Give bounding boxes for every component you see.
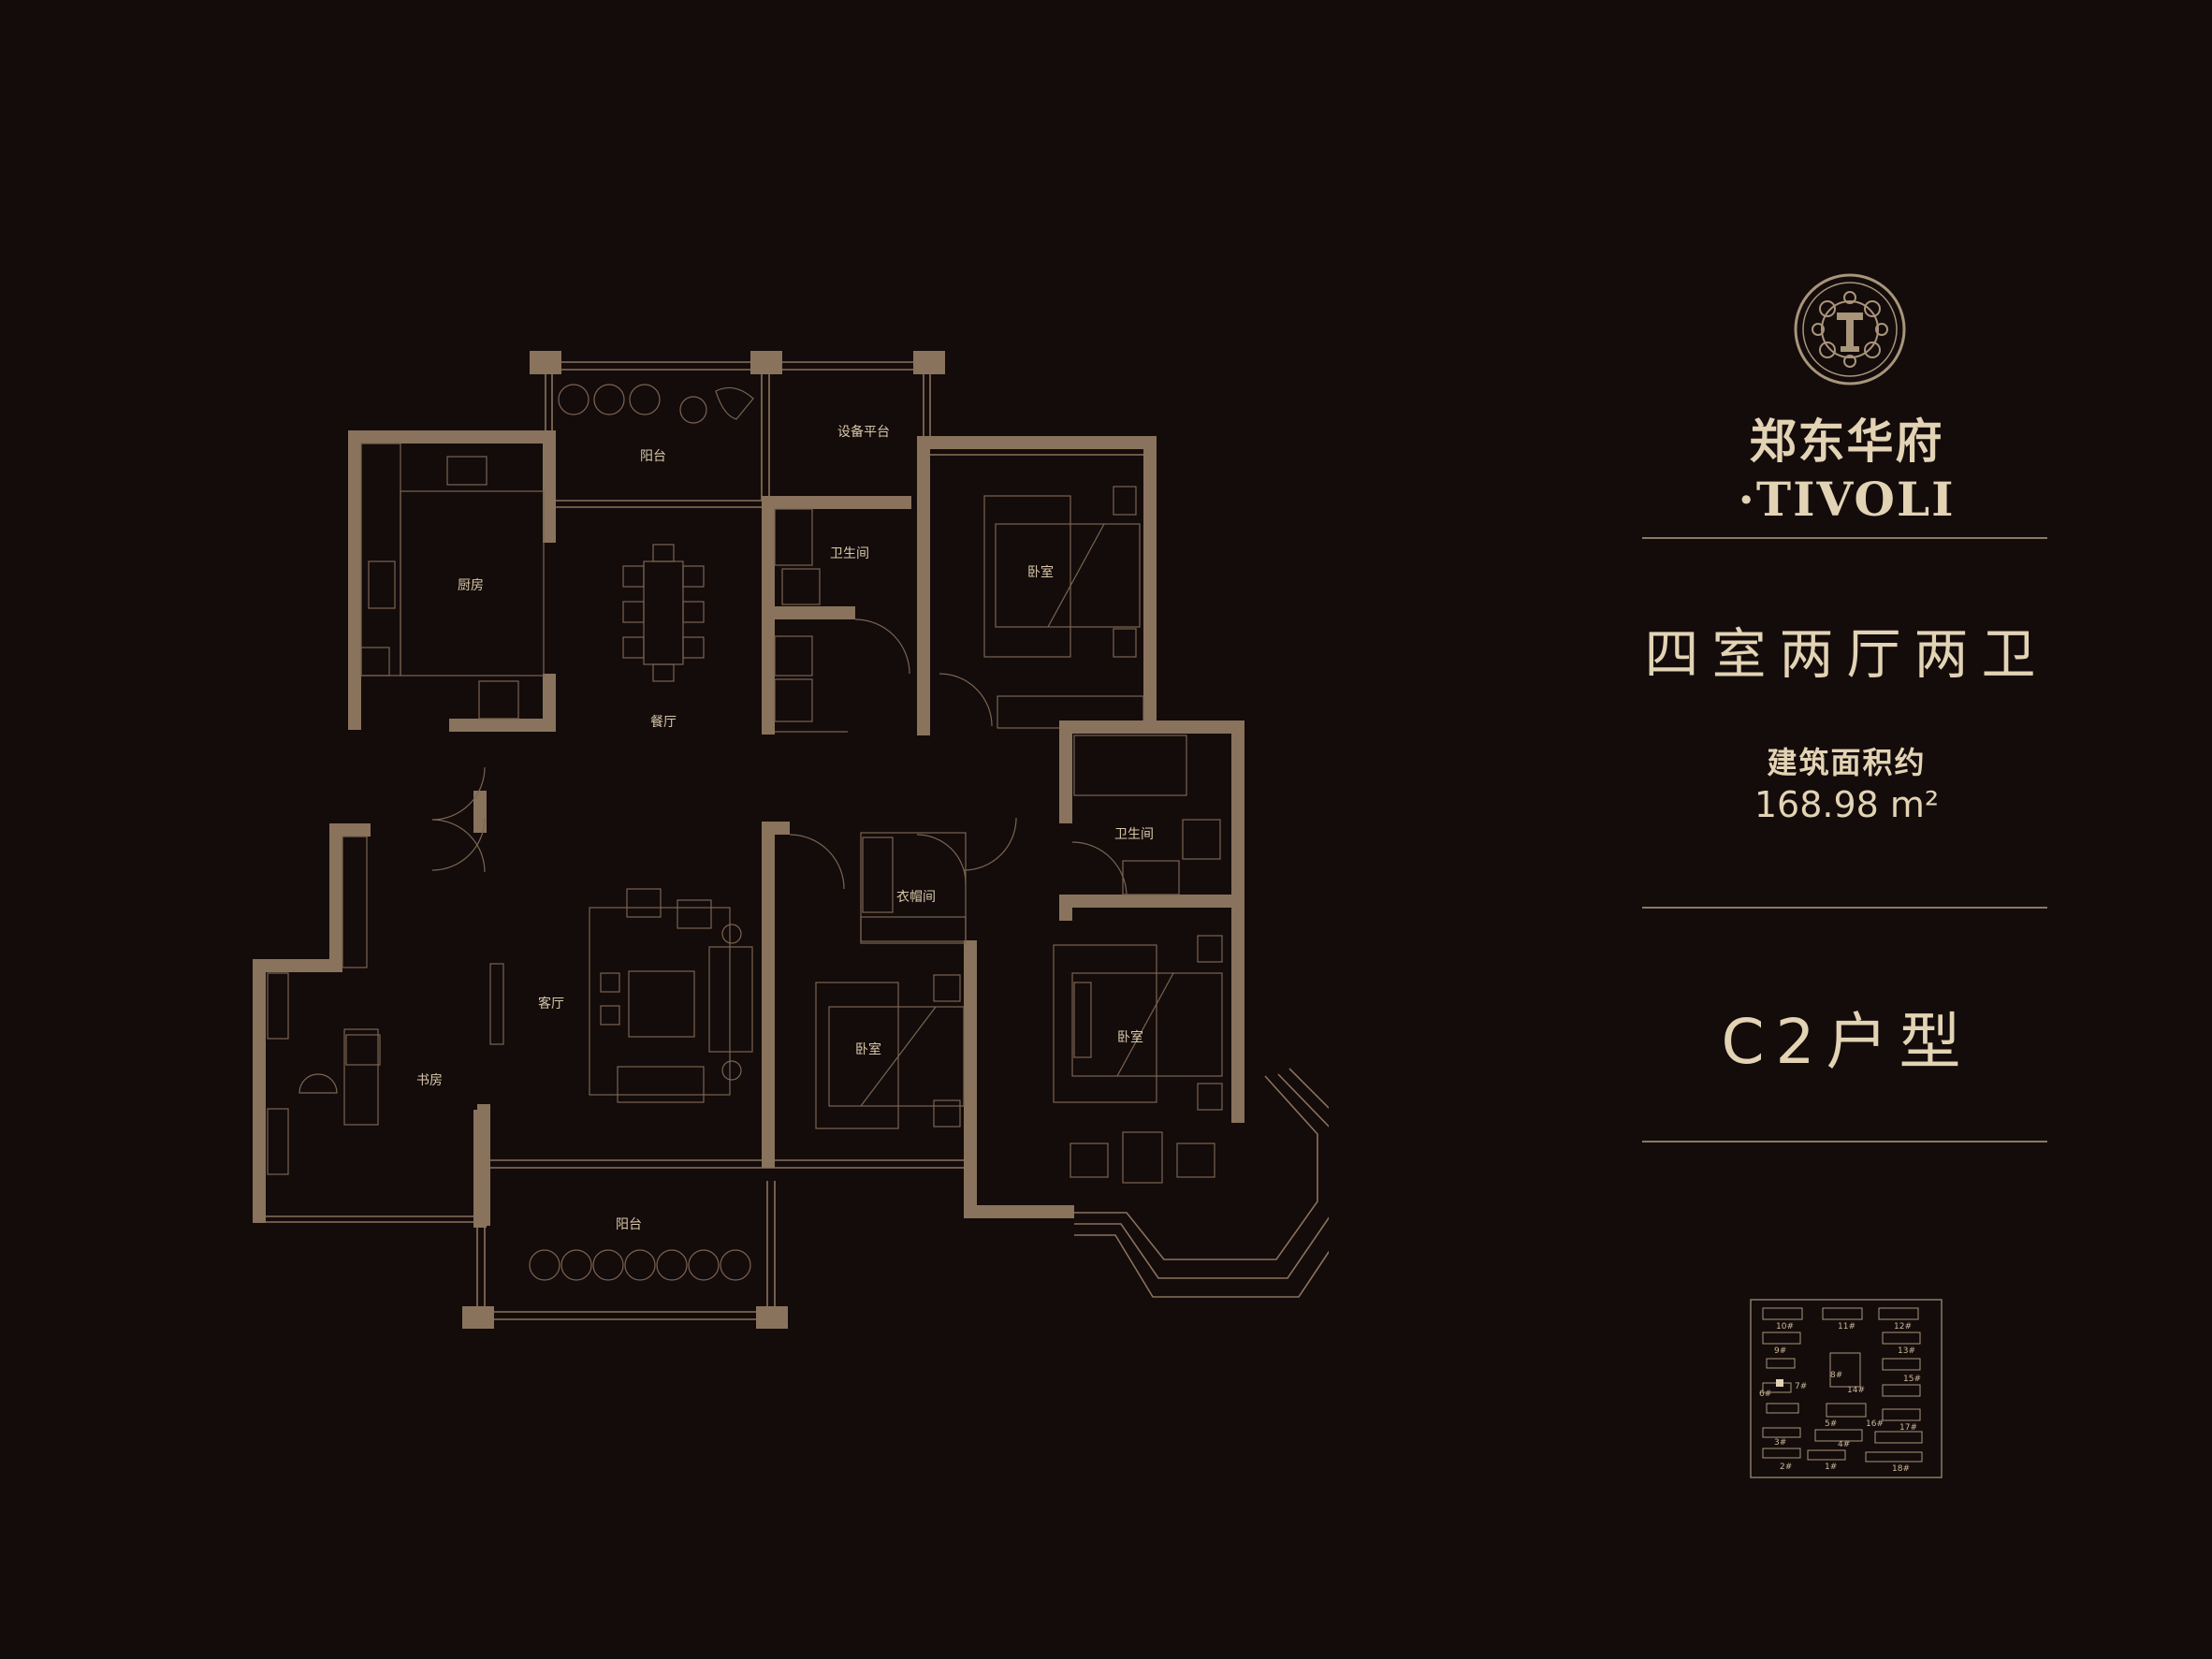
- bedroom-se-walls: [964, 908, 1329, 1298]
- divider-1: [1642, 537, 2047, 539]
- bathroom-1-walls: [762, 496, 911, 735]
- site-building-label: 14#: [1847, 1386, 1865, 1395]
- room-label-equipment-platform: 设备平台: [837, 424, 890, 440]
- room-label-living: 客厅: [538, 996, 564, 1011]
- kitchen-walls: [348, 430, 556, 732]
- brand-emblem-icon: [1794, 273, 1906, 386]
- site-building-label: 5#: [1825, 1419, 1837, 1429]
- site-building-label: 4#: [1838, 1440, 1850, 1449]
- site-building-label: 17#: [1899, 1423, 1917, 1433]
- room-label-bathroom-1: 卫生间: [830, 546, 869, 561]
- room-label-bedroom-se: 卧室: [1117, 1029, 1143, 1045]
- room-label-balcony-top: 阳台: [640, 449, 666, 464]
- floor-plan: 阳台 设备平台 厨房 餐厅 卫生间 卧室 卫生间 衣帽间 客厅 书房 卧室 卧室…: [253, 351, 1329, 1329]
- site-building-label: 2#: [1780, 1463, 1792, 1472]
- room-label-bedroom-ne: 卧室: [1027, 564, 1054, 580]
- site-building-label: 11#: [1838, 1322, 1855, 1332]
- room-label-cloakroom: 衣帽间: [896, 890, 936, 905]
- room-label-study: 书房: [416, 1073, 443, 1088]
- area-label: 建筑面积约: [1767, 745, 1927, 780]
- divider-3: [1642, 1141, 2047, 1142]
- study-walls: [253, 817, 487, 1228]
- site-building-label: 3#: [1774, 1438, 1786, 1448]
- bedroom-mid-walls: [762, 817, 1017, 1182]
- site-building-label: 15#: [1903, 1375, 1921, 1384]
- room-label-bedroom-mid: 卧室: [855, 1041, 881, 1057]
- living-area: [431, 766, 964, 1226]
- room-label-balcony-bottom: 阳台: [616, 1217, 642, 1232]
- room-label-kitchen: 厨房: [458, 578, 484, 593]
- site-building-label: 6#: [1759, 1390, 1771, 1399]
- site-building-label: 18#: [1892, 1464, 1910, 1474]
- site-building-label: 10#: [1776, 1322, 1794, 1332]
- layout-type: 四室两厅两卫: [1644, 622, 2049, 686]
- site-building-label: 8#: [1830, 1371, 1842, 1380]
- bottom-balcony: [462, 1181, 788, 1329]
- room-label-bathroom-2: 卫生间: [1114, 827, 1154, 842]
- bedroom-ne-walls: [917, 436, 1157, 735]
- unit-code: C2户型: [1721, 1006, 1972, 1078]
- divider-2: [1642, 907, 2047, 909]
- brand-name: 郑东华府·TIVOLI: [1738, 414, 1956, 527]
- current-building-marker: [1776, 1379, 1783, 1387]
- site-plan-thumbnail: 10# 11# 12# 9# 13# 8# 14# 7# 15# 6# 5# 1…: [1750, 1299, 1943, 1478]
- site-building-label: 9#: [1774, 1346, 1786, 1356]
- site-building-label: 13#: [1898, 1346, 1915, 1356]
- dining-area: [556, 500, 764, 682]
- site-building-label: 1#: [1825, 1463, 1837, 1472]
- site-building-label: 7#: [1795, 1382, 1807, 1391]
- room-label-dining: 餐厅: [650, 715, 677, 730]
- site-building-label: 12#: [1894, 1322, 1912, 1332]
- area-value: 168.98 m²: [1754, 784, 1940, 825]
- bathroom-2-walls: [1059, 720, 1244, 908]
- site-building-label: 16#: [1866, 1419, 1884, 1429]
- top-balcony: [530, 351, 945, 501]
